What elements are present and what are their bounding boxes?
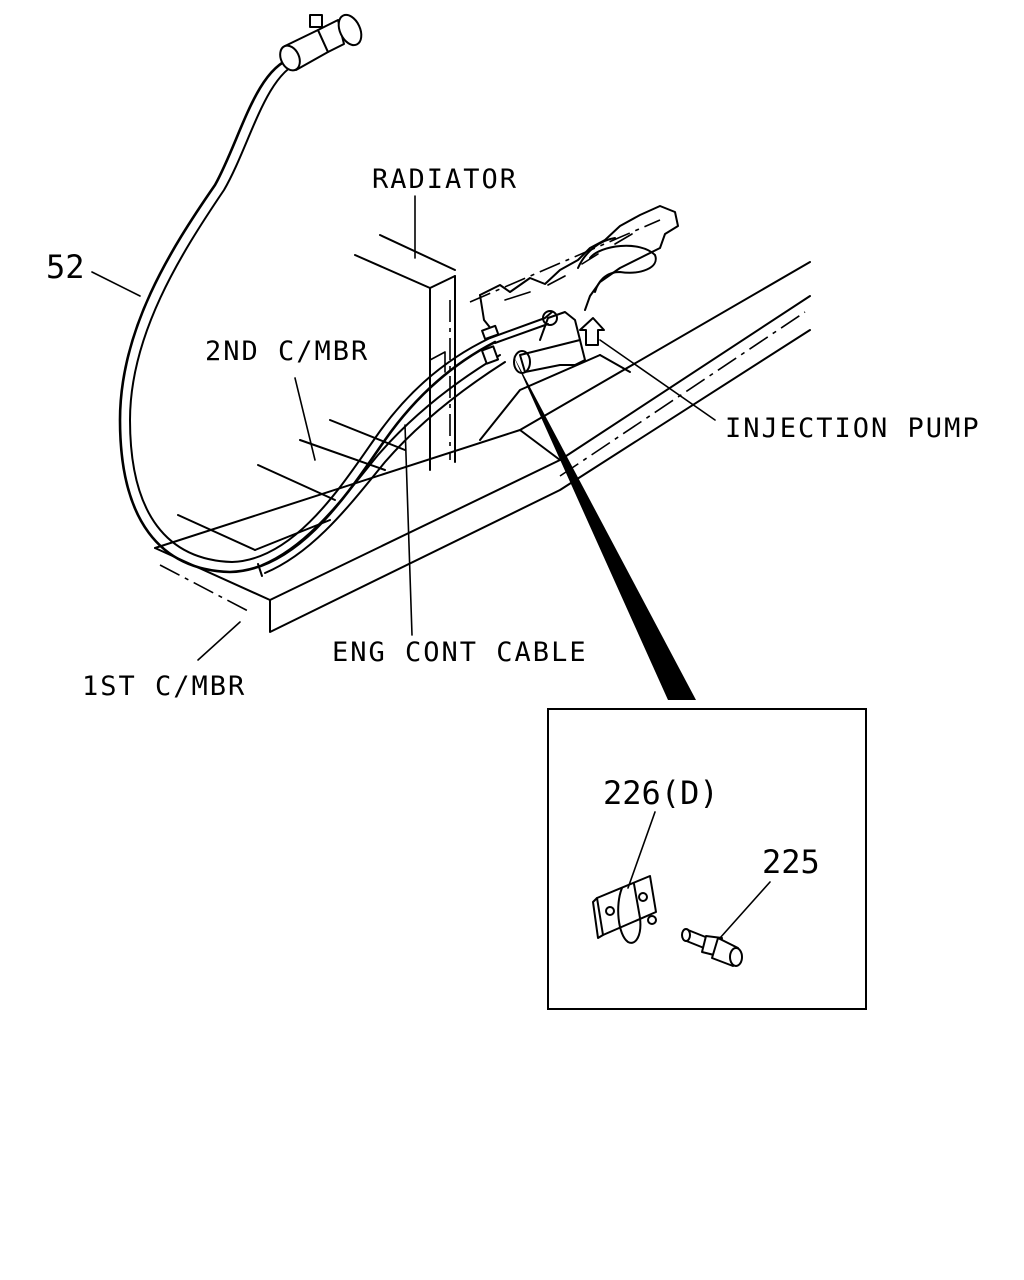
engine-block	[469, 205, 679, 374]
chassis-frame	[154, 261, 811, 633]
control-knob	[279, 13, 363, 72]
bolt-225	[681, 881, 771, 967]
callout-52: 52	[46, 248, 85, 286]
cable-clip-226	[592, 811, 657, 944]
callout-226d: 226(D)	[603, 774, 719, 812]
detail-inset	[547, 708, 867, 1010]
radiator-label: RADIATOR	[372, 164, 518, 195]
engine-control-cable	[118, 13, 558, 577]
leader-lines	[91, 195, 716, 700]
first-crossmember-label: 1ST C/MBR	[82, 671, 246, 702]
second-crossmember-label: 2ND C/MBR	[205, 336, 369, 367]
callout-225: 225	[762, 843, 820, 881]
injection-pump-label: INJECTION PUMP	[725, 413, 981, 444]
engine-control-cable-label: ENG CONT CABLE	[332, 637, 588, 668]
